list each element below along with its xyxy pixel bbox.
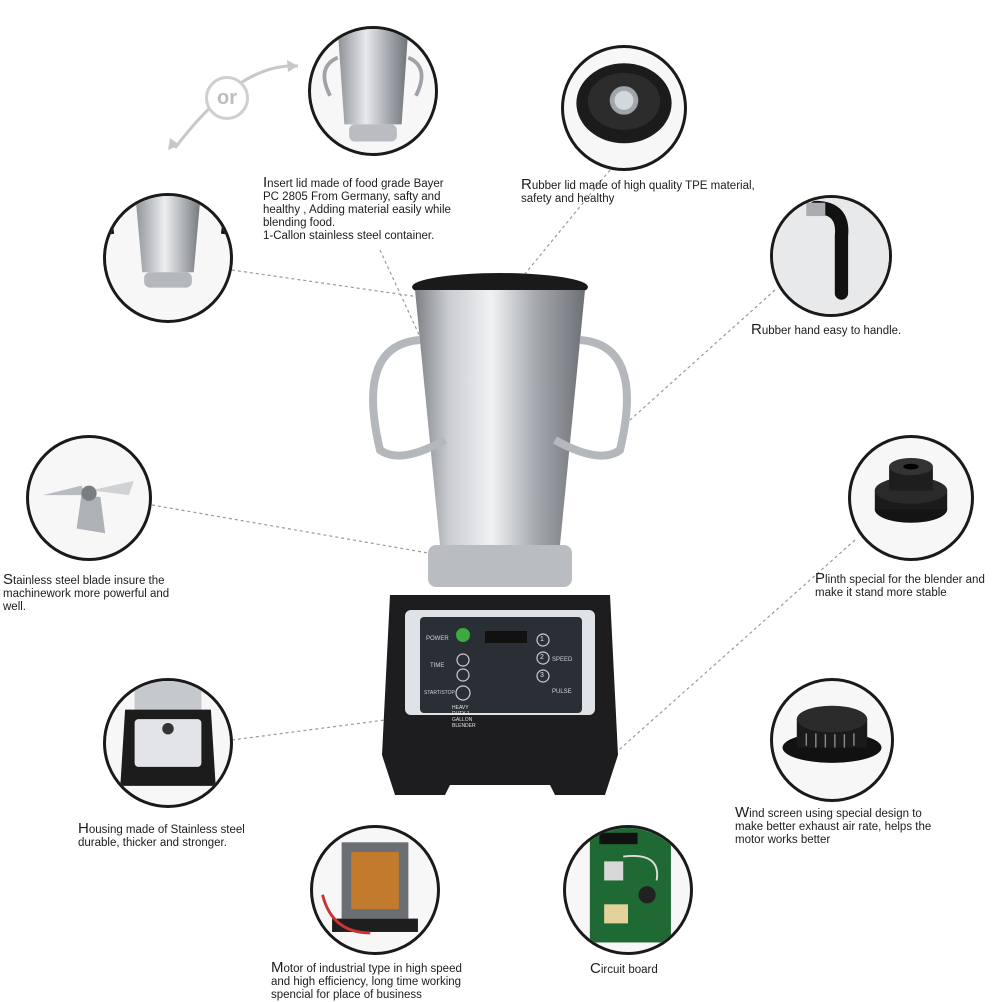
product-name-label: HEAVY DUTY 1 GALLON BLENDER — [452, 705, 476, 729]
caption-housing: Housing made of Stainless steel durable,… — [78, 820, 245, 850]
caption-rubber-lid: Rubber lid made of high quality TPE mate… — [521, 176, 755, 206]
caption-initial: R — [751, 321, 762, 338]
caption-initial: I — [263, 174, 268, 191]
housing-circle — [103, 678, 233, 808]
rubber-handle-circle — [770, 195, 892, 317]
container-top-image — [322, 29, 424, 142]
caption-rubber-hand: Rubber hand easy to handle. — [751, 321, 902, 338]
caption-text: tainless steel blade insure the machinew… — [3, 575, 170, 613]
motor-circle — [310, 825, 440, 955]
blade-image — [43, 480, 134, 534]
caption-text: ircuit board — [600, 964, 658, 976]
container-handles-image — [106, 196, 229, 288]
caption-initial: W — [735, 804, 750, 821]
caption-text: ubber lid made of high quality TPE mater… — [521, 180, 755, 205]
rubber-lid-image — [576, 63, 672, 144]
container-detail-circle — [308, 26, 438, 156]
caption-motor: Motor of industrial type in high speed a… — [271, 959, 462, 1002]
caption-text: linth special for the blender and make i… — [815, 574, 985, 599]
caption-text: otor of industrial type in high speed an… — [271, 963, 462, 1001]
caption-initial: P — [815, 570, 826, 587]
wind-screen-circle — [770, 678, 894, 802]
motor-image — [321, 842, 418, 935]
caption-wind-screen: Wind screen using special design to make… — [735, 804, 932, 847]
rubber-lid-circle — [561, 45, 687, 171]
start-stop-label: START/STOP — [424, 690, 455, 696]
caption-insert-lid: Insert lid made of food grade Bayer PC 2… — [263, 174, 451, 243]
speed-2-label: 2 — [540, 654, 544, 661]
caption-plinth: Plinth special for the blender and make … — [815, 570, 985, 600]
pulse-label: PULSE — [552, 689, 572, 695]
caption-initial: H — [78, 820, 89, 837]
speed-3-label: 3 — [540, 672, 544, 679]
rubber-handle-image — [773, 198, 889, 314]
caption-initial: S — [3, 571, 14, 588]
caption-text: ubber hand easy to handle. — [761, 325, 902, 337]
caption-circuit: Circuit board — [590, 960, 658, 977]
power-label: POWER — [426, 636, 449, 642]
caption-text: nsert lid made of food grade Bayer PC 28… — [263, 178, 451, 242]
wind-screen-image — [782, 705, 882, 763]
plinth-image — [874, 458, 948, 523]
or-badge: or — [205, 76, 249, 120]
caption-initial: C — [590, 960, 601, 977]
circuit-image — [589, 828, 671, 943]
blade-circle — [26, 435, 152, 561]
caption-initial: R — [521, 176, 532, 193]
speed-1-label: 1 — [540, 636, 544, 643]
circuit-circle — [563, 825, 693, 955]
container-handles-circle — [103, 193, 233, 323]
time-label: TIME — [430, 663, 445, 669]
housing-image — [120, 681, 216, 786]
plinth-circle — [848, 435, 974, 561]
or-label: or — [217, 86, 237, 109]
caption-text: ousing made of Stainless steel durable, … — [78, 824, 245, 849]
caption-blade: Stainless steel blade insure the machine… — [3, 571, 170, 614]
speed-label: SPEED — [552, 657, 573, 663]
caption-initial: M — [271, 959, 284, 976]
blender-product-image — [369, 273, 631, 795]
caption-text: ind screen using special design to make … — [735, 808, 932, 846]
